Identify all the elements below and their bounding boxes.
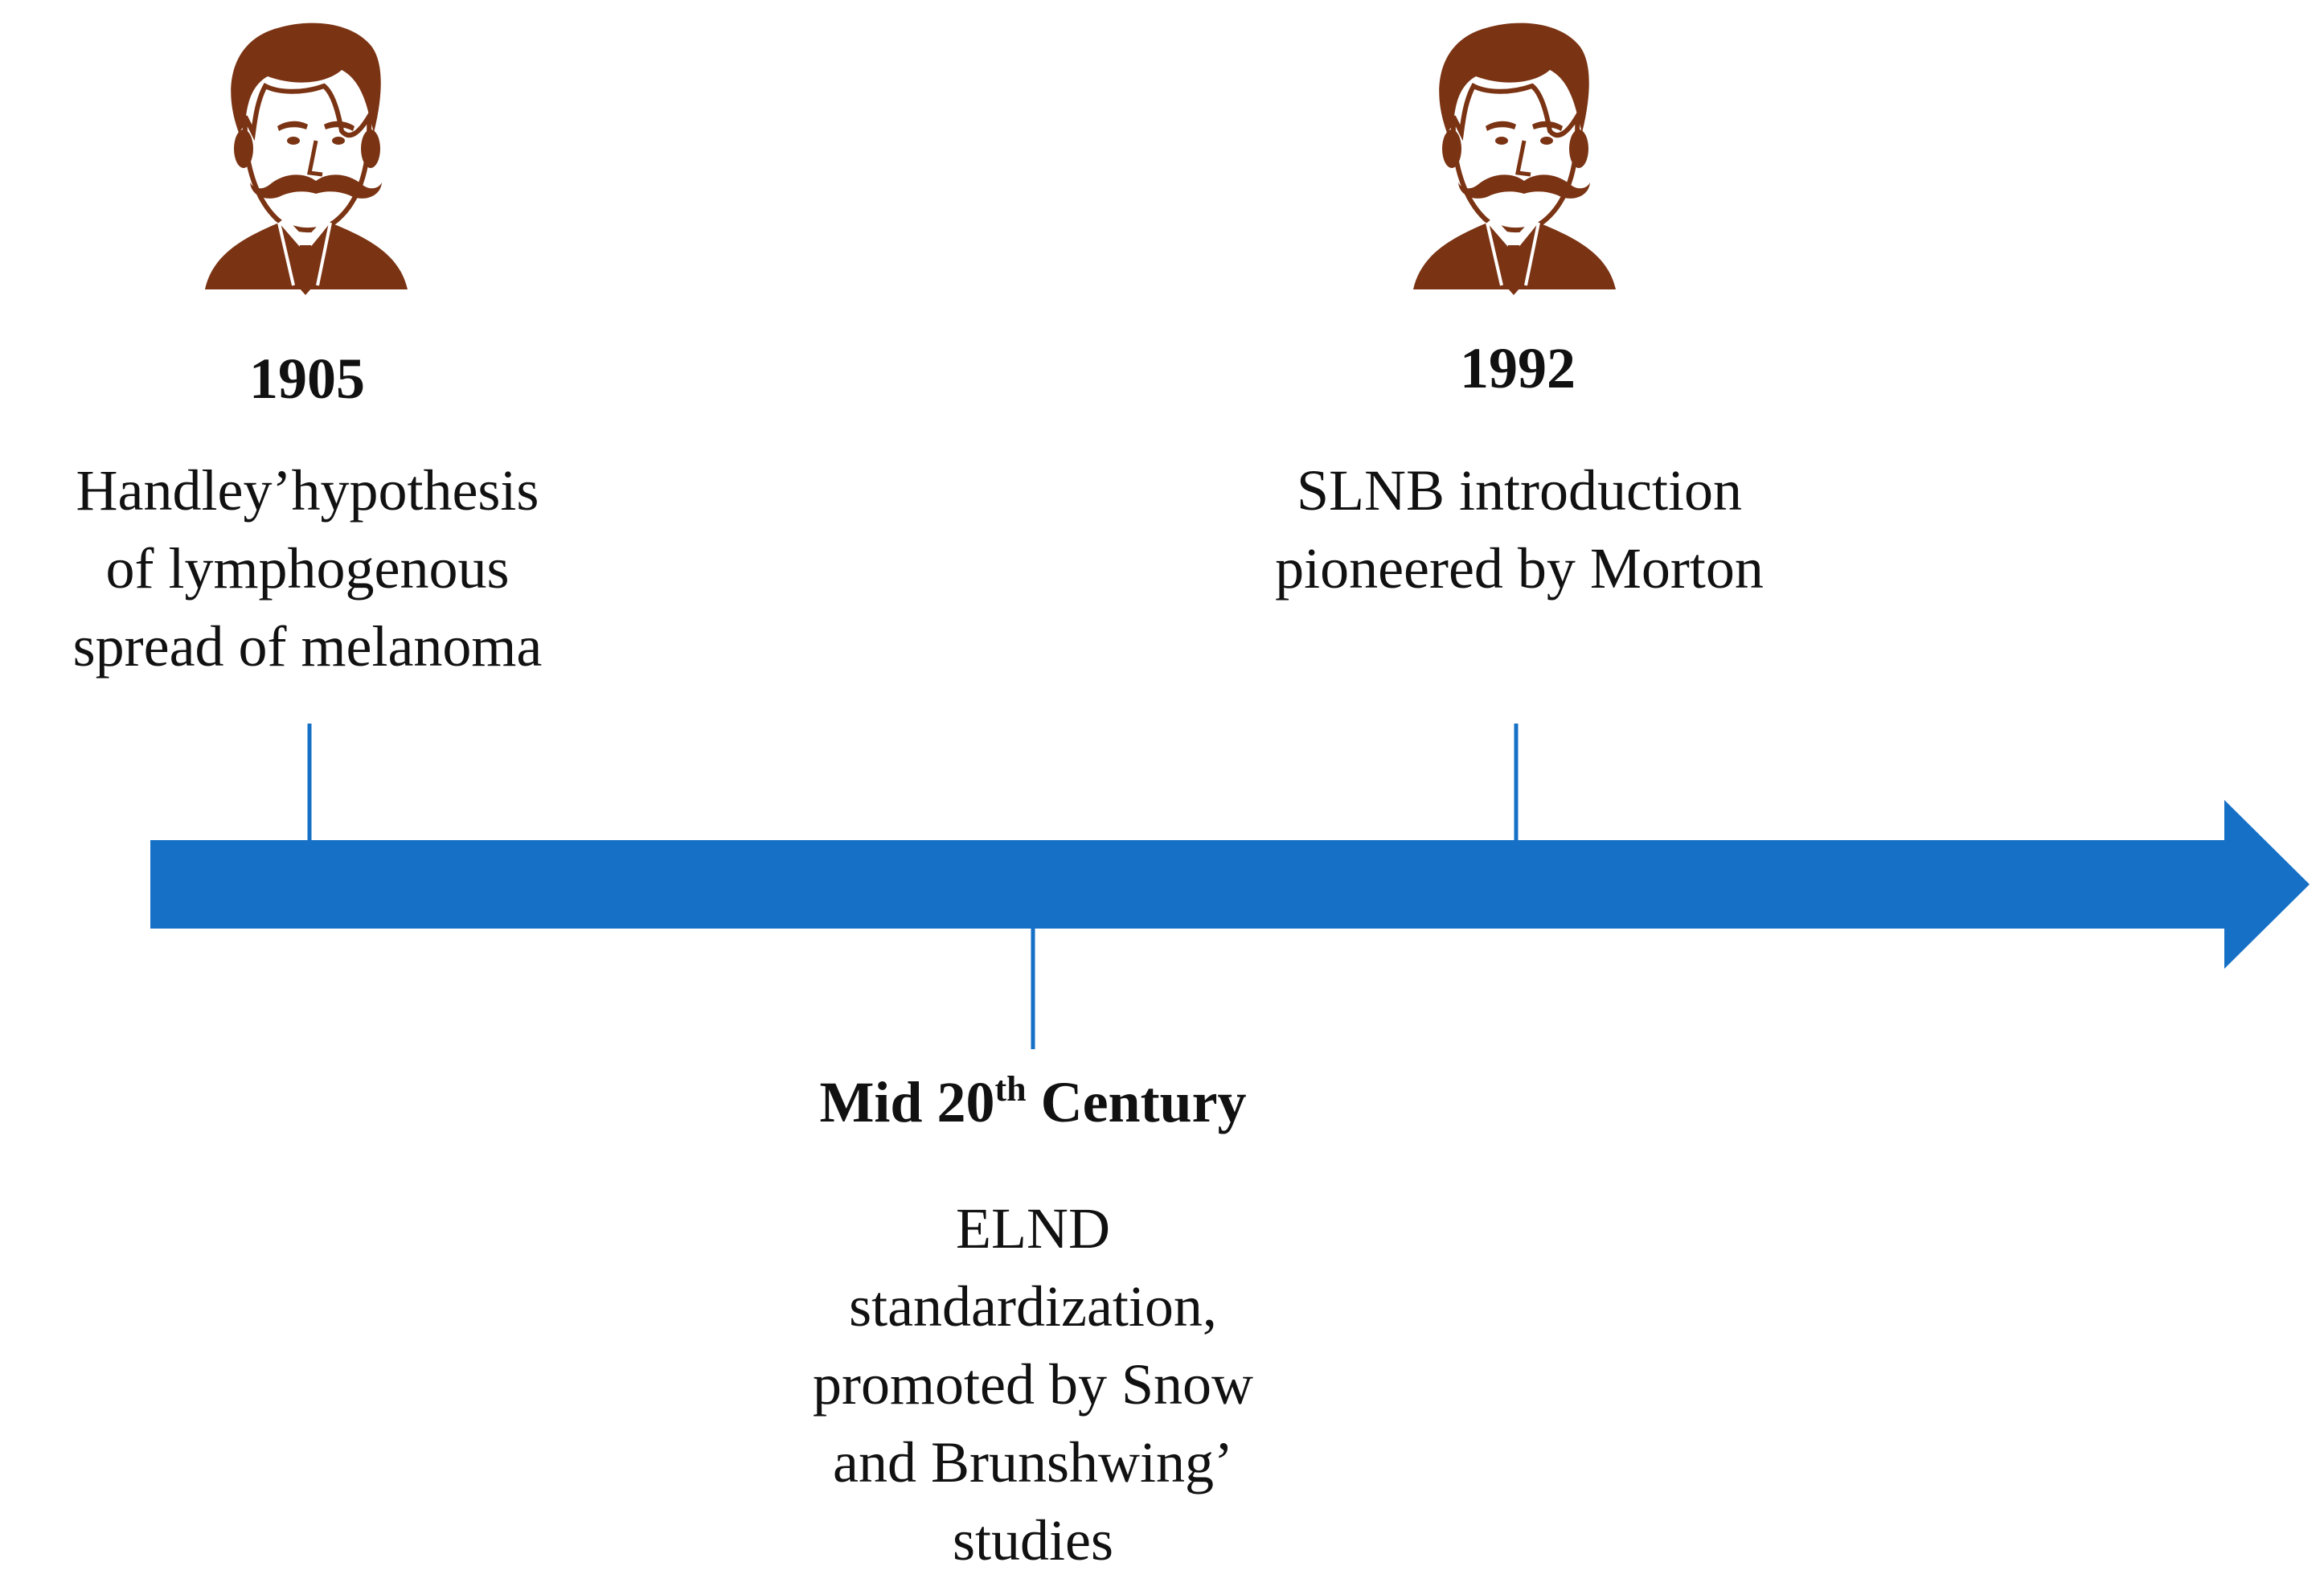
description-line: standardization, bbox=[849, 1274, 1217, 1339]
description-line: ELND bbox=[956, 1196, 1110, 1261]
description-line: spread of melanoma bbox=[72, 614, 543, 679]
event-description-1905: Handley’hypothesis of lymphogenous sprea… bbox=[0, 452, 615, 686]
description-line: studies bbox=[952, 1508, 1113, 1573]
description-line: and Brunshwing’ bbox=[833, 1430, 1233, 1495]
title-end: Century bbox=[1026, 1070, 1247, 1134]
title-main: Mid 20 bbox=[819, 1070, 995, 1134]
event-title-mid-20th-century: Mid 20th Century bbox=[711, 1070, 1355, 1134]
description-line: SLNB introduction bbox=[1297, 458, 1742, 523]
event-description-mid-20th-century: ELND standardization, promoted by Snow a… bbox=[711, 1190, 1355, 1580]
man-portrait-icon bbox=[1397, 12, 1630, 301]
timeline-arrow bbox=[150, 800, 2310, 969]
event-year-1905: 1905 bbox=[249, 347, 365, 411]
man-portrait-icon bbox=[189, 12, 422, 301]
description-line: of lymphogenous bbox=[105, 536, 510, 601]
description-line: promoted by Snow bbox=[813, 1352, 1253, 1417]
event-year-1992: 1992 bbox=[1460, 336, 1576, 400]
event-description-1992: SLNB introduction pioneered by Morton bbox=[1125, 452, 1913, 608]
description-line: pioneered by Morton bbox=[1275, 536, 1764, 601]
title-superscript: th bbox=[994, 1069, 1027, 1109]
description-line: Handley’hypothesis bbox=[76, 458, 539, 523]
